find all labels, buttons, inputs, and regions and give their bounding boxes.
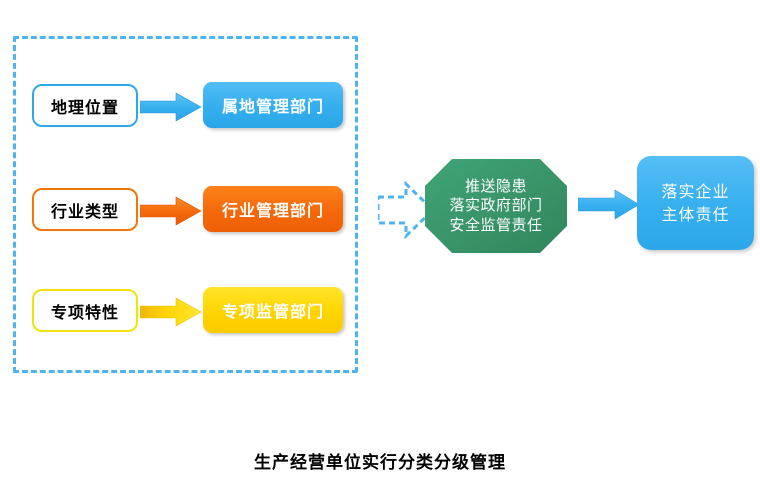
source-box-industry-type[interactable]: 行业类型 xyxy=(32,188,138,231)
outcome-line-2: 主体责任 xyxy=(661,205,730,224)
right-arrow-icon xyxy=(139,297,202,327)
right-arrow-icon xyxy=(577,189,640,220)
diagram-caption: 生产经营单位实行分类分级管理 xyxy=(254,453,506,473)
hub-octagon[interactable] xyxy=(424,158,568,254)
dest-box-special-supervision-department[interactable]: 专项监管部门 xyxy=(203,287,343,333)
dest-box-label: 专项监管部门 xyxy=(221,302,324,321)
outcome-line-1: 落实企业 xyxy=(661,181,730,201)
source-box-geographic-location[interactable]: 地理位置 xyxy=(32,84,138,127)
source-box-label: 行业类型 xyxy=(50,201,119,221)
source-box-label: 地理位置 xyxy=(50,97,119,117)
right-arrow-icon xyxy=(139,196,202,226)
source-box-label: 专项特性 xyxy=(50,302,119,322)
classification-group-box xyxy=(13,36,358,373)
outcome-box-enterprise-responsibility[interactable]: 落实企业 主体责任 xyxy=(637,156,754,250)
dashed-right-arrow-icon xyxy=(376,180,436,240)
dest-box-label: 属地管理部门 xyxy=(221,97,324,116)
dest-box-label: 行业管理部门 xyxy=(221,201,324,220)
right-arrow-icon xyxy=(139,92,202,122)
source-box-special-characteristics[interactable]: 专项特性 xyxy=(32,289,138,332)
dest-box-territorial-department[interactable]: 属地管理部门 xyxy=(203,82,343,128)
dest-box-industry-department[interactable]: 行业管理部门 xyxy=(203,186,343,232)
